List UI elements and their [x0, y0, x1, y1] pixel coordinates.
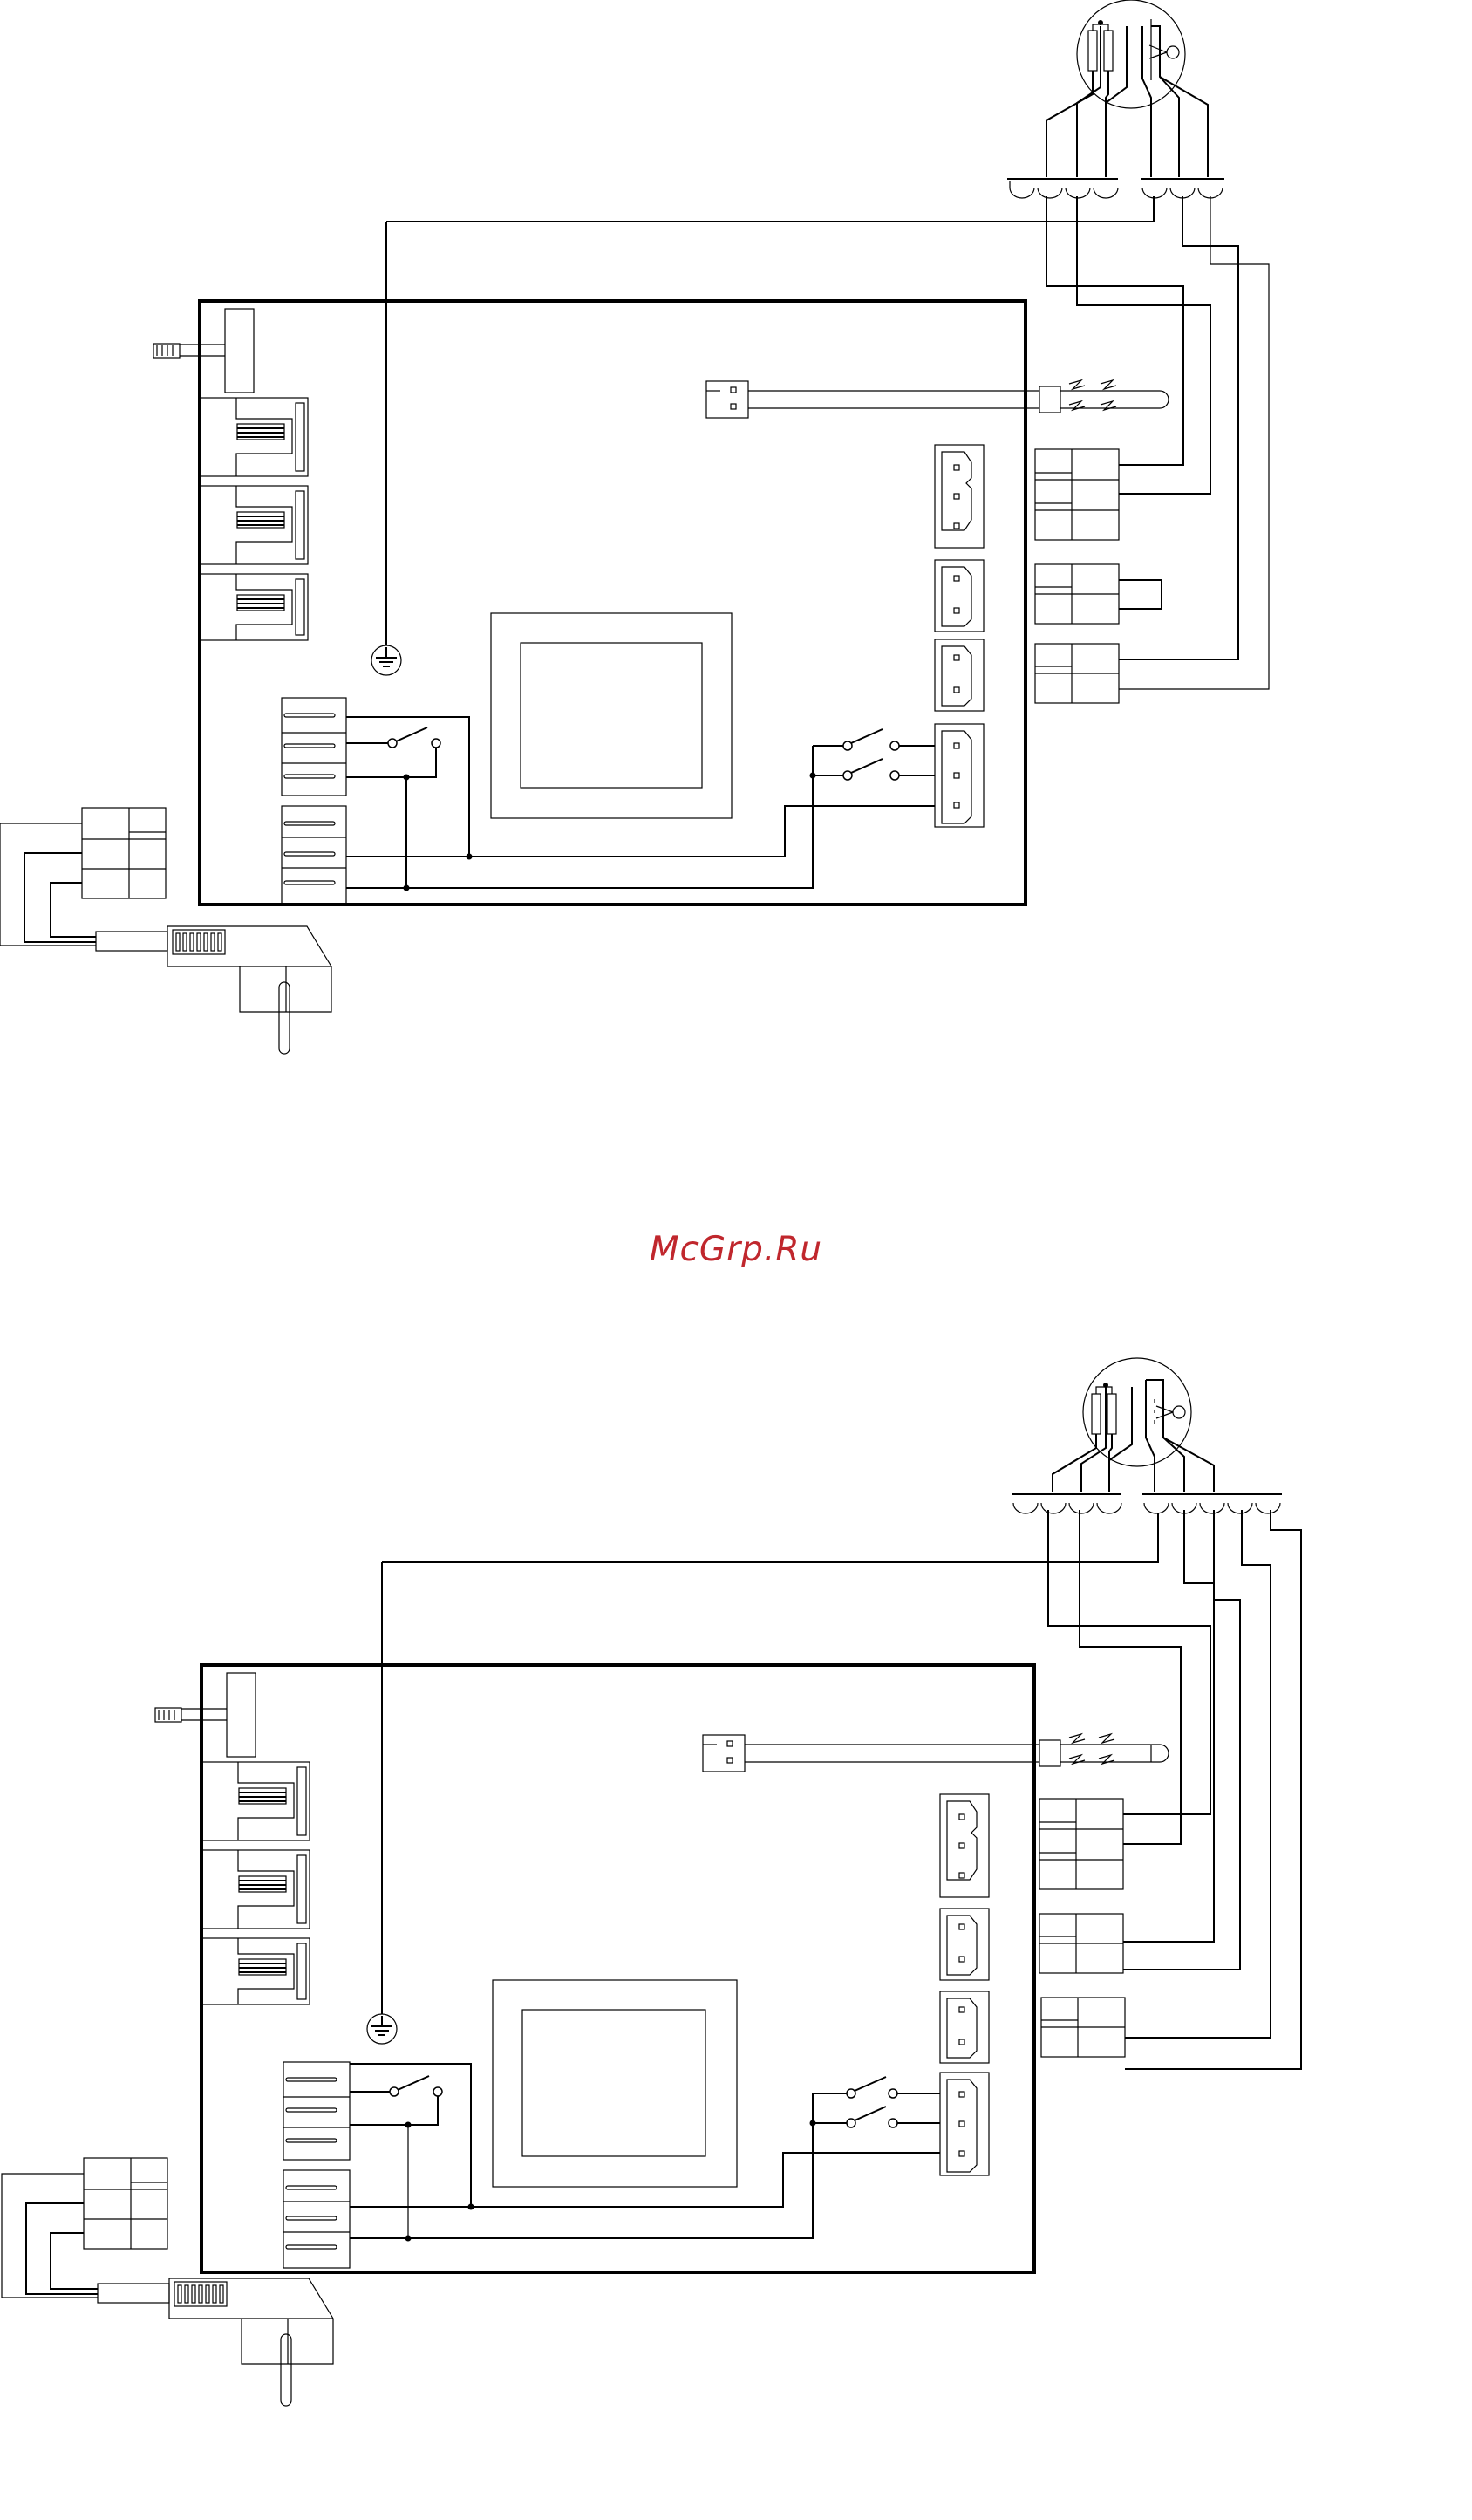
modular-jack-3 [201, 1938, 310, 2004]
side-connector [153, 309, 254, 393]
plug-terminal-2pin-a [940, 1909, 989, 1980]
modular-jack-2 [201, 1850, 310, 1929]
busbar-right [1141, 179, 1224, 198]
transformer [493, 1980, 737, 2187]
main-enclosure [201, 1665, 1034, 2272]
sensor-probe [703, 1734, 1169, 1772]
right-wiring [1046, 196, 1269, 689]
plug-terminal-2pin-b [935, 639, 984, 711]
terminal-block-left-a [283, 2062, 350, 2160]
ground-symbol [367, 1562, 397, 2044]
top-wiring [1046, 26, 1208, 177]
lamp-thermostat-symbol [1083, 1358, 1191, 1466]
external-block-3 [1035, 644, 1119, 703]
plug-terminal-3pin [935, 445, 984, 548]
modular-jack-3 [200, 574, 308, 640]
ground-symbol [371, 222, 401, 675]
wiring-diagram-top [0, 0, 1269, 1054]
external-block-1 [1039, 1799, 1123, 1889]
wiring-diagram-bottom [2, 1358, 1301, 2406]
main-enclosure [200, 301, 1026, 905]
right-wiring [1048, 1510, 1301, 2069]
top-wiring [1053, 1380, 1214, 1492]
plug-terminal-4pin [935, 724, 984, 827]
terminal-block-left-b [282, 806, 346, 904]
transformer [491, 613, 732, 818]
external-block-3 [1041, 1998, 1125, 2057]
busbar-left [1012, 1494, 1121, 1513]
external-block-2 [1035, 564, 1119, 624]
busbar-left [1007, 179, 1118, 198]
plug-terminal-2pin-a [935, 560, 984, 632]
plug-terminal-3pin [940, 1794, 989, 1897]
terminal-block-left-a [282, 698, 346, 796]
side-connector [155, 1673, 256, 1757]
switch-right [810, 729, 936, 780]
external-block-1 [1035, 449, 1119, 540]
watermark-text: McGrp.Ru [0, 1230, 1472, 1269]
terminal-block-left-b [283, 2170, 350, 2268]
plug-terminal-2pin-b [940, 1991, 989, 2063]
busbar-right [1142, 1494, 1282, 1513]
modular-jack-1 [201, 1762, 310, 1840]
plug-terminal-4pin [940, 2073, 989, 2175]
sensor-probe [706, 380, 1169, 418]
switch-right [810, 2077, 941, 2127]
external-block-2 [1039, 1914, 1123, 1973]
modular-jack-1 [200, 398, 308, 476]
modular-jack-2 [200, 486, 308, 564]
